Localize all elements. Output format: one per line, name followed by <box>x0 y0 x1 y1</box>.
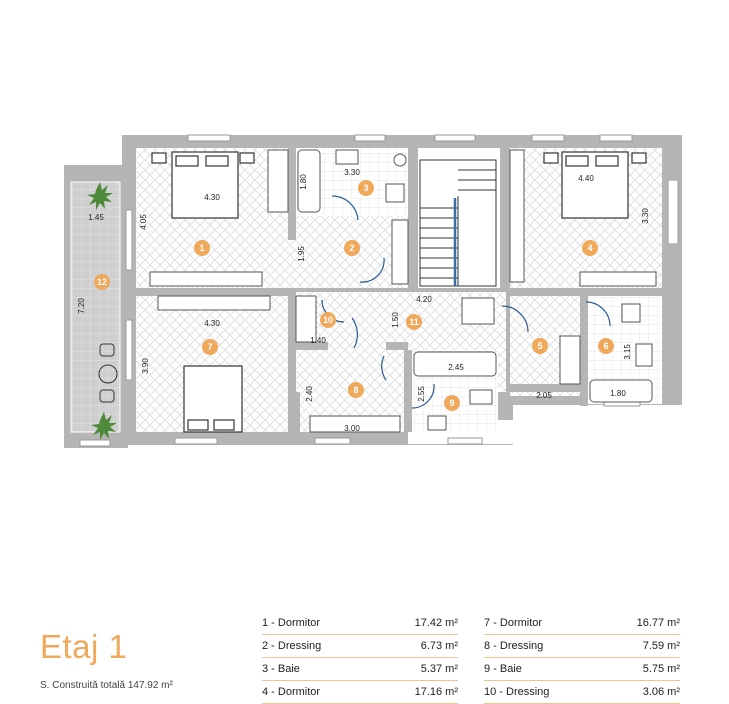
dim-720: 7.20 <box>77 298 86 314</box>
dim-245: 2.45 <box>448 363 464 372</box>
dim-150: 1.50 <box>391 312 400 328</box>
room-badge-8: 8 <box>353 385 358 395</box>
room-badge-7: 7 <box>207 342 212 352</box>
terrace-furniture <box>98 343 118 403</box>
area-table-right: 7 - Dormitor 16.77 m² 8 - Dressing 7.59 … <box>484 612 680 704</box>
interior-walls <box>136 148 662 435</box>
dim-180-right: 1.80 <box>610 389 626 398</box>
staircase <box>419 159 497 287</box>
room-label: 1 - Dormitor <box>262 617 321 629</box>
room-area: 6.73 m² <box>420 640 458 652</box>
room-label: 4 - Dormitor <box>262 686 321 698</box>
table-row: 9 - Baie 5.75 m² <box>484 658 680 681</box>
room-label: 2 - Dressing <box>262 640 322 652</box>
room-area: 17.16 m² <box>414 686 458 698</box>
room-area: 17.42 m² <box>414 617 458 629</box>
room-label: 3 - Baie <box>262 663 300 675</box>
room-area: 16.77 m² <box>636 617 680 629</box>
floor-plan: 4.30 4.05 1.45 7.20 3.30 1.80 1.95 4.20 … <box>64 134 683 448</box>
table-row: 7 - Dormitor 16.77 m² <box>484 612 680 635</box>
room-area: 7.59 m² <box>642 640 680 652</box>
dim-240: 2.40 <box>305 386 314 402</box>
doors <box>321 195 611 409</box>
plant-icon <box>87 182 117 440</box>
room-area: 5.75 m² <box>642 663 680 675</box>
room-badge-5: 5 <box>537 341 542 351</box>
room-badge-6: 6 <box>603 341 608 351</box>
area-table-left: 1 - Dormitor 17.42 m² 2 - Dressing 6.73 … <box>262 612 458 704</box>
dim-205: 2.05 <box>536 391 552 400</box>
dim-195: 1.95 <box>297 246 306 262</box>
room-label: 7 - Dormitor <box>484 617 543 629</box>
room-area: 3.06 m² <box>642 686 680 698</box>
dim-405: 4.05 <box>139 214 148 230</box>
dim-430-top: 4.30 <box>204 193 220 202</box>
dim-440: 4.40 <box>578 174 594 183</box>
dim-430-bottom: 4.30 <box>204 319 220 328</box>
table-row: 1 - Dormitor 17.42 m² <box>262 612 458 635</box>
dim-315: 3.15 <box>623 344 632 360</box>
table-row: 2 - Dressing 6.73 m² <box>262 635 458 658</box>
room-badge-2: 2 <box>349 243 354 253</box>
dim-300: 3.00 <box>344 424 360 433</box>
dim-330: 3.30 <box>344 168 360 177</box>
room-badge-10: 10 <box>323 315 333 325</box>
dim-255: 2.55 <box>417 386 426 402</box>
dim-390: 3.90 <box>141 358 150 374</box>
dim-330-right: 3.30 <box>641 208 650 224</box>
room-label: 9 - Baie <box>484 663 522 675</box>
room-badge-4: 4 <box>587 243 592 253</box>
table-row: 10 - Dressing 3.06 m² <box>484 681 680 704</box>
bath-fixtures <box>297 149 653 431</box>
dim-180-bath: 1.80 <box>299 174 308 190</box>
room-badge-1: 1 <box>199 243 204 253</box>
room-badge-3: 3 <box>363 183 368 193</box>
room-area: 5.37 m² <box>420 663 458 675</box>
wardrobes <box>149 149 657 433</box>
table-row: 4 - Dormitor 17.16 m² <box>262 681 458 704</box>
room-label: 8 - Dressing <box>484 640 544 652</box>
room-label: 10 - Dressing <box>484 686 550 698</box>
dim-140: 1.40 <box>310 336 326 345</box>
room-badge-11: 11 <box>409 317 419 327</box>
windows <box>79 134 679 447</box>
room-badge-12: 12 <box>97 277 107 287</box>
dim-420: 4.20 <box>416 295 432 304</box>
beds <box>151 151 647 433</box>
dim-145: 1.45 <box>88 213 104 222</box>
floor-title: Etaj 1 <box>40 628 128 665</box>
table-row: 8 - Dressing 7.59 m² <box>484 635 680 658</box>
table-row: 3 - Baie 5.37 m² <box>262 658 458 681</box>
room-badge-9: 9 <box>449 398 454 408</box>
total-area-note: S. Construită totală 147.92 m² <box>40 680 173 691</box>
